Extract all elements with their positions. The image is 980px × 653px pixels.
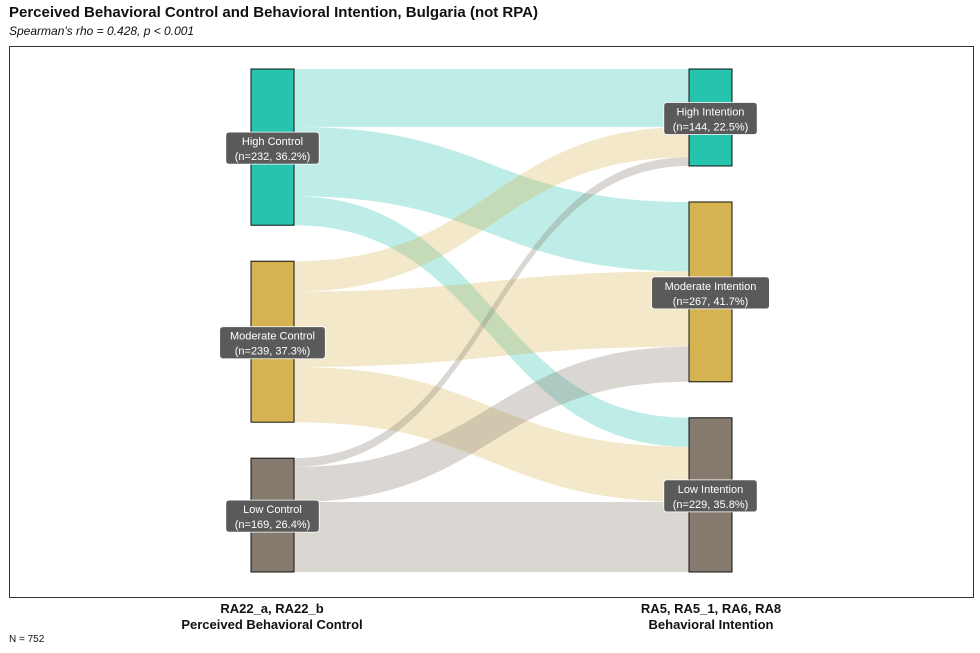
left-node-count-moderate: (n=239, 37.3%) <box>235 346 311 358</box>
left-axis-caption: RA22_a, RA22_b Perceived Behavioral Cont… <box>112 601 432 633</box>
left-node-label-bg-low <box>225 499 320 533</box>
plot-frame <box>9 46 974 598</box>
left-node-label-low: Low Control (n=169, 26.4%) <box>225 499 320 533</box>
right-axis-vars: RA5, RA5_1, RA6, RA8 <box>640 601 782 616</box>
right-node-count-moderate: (n=267, 41.7%) <box>673 296 749 308</box>
left-node-name-moderate: Moderate Control <box>230 331 315 343</box>
sample-size-caption: N = 752 <box>9 634 45 645</box>
right-node-label-moderate: Moderate Intention (n=267, 41.7%) <box>651 276 770 310</box>
left-node-label-moderate: Moderate Control (n=239, 37.3%) <box>219 326 326 360</box>
flow-moderate-to-moderate <box>294 271 689 367</box>
right-node-label-bg-high <box>663 102 758 135</box>
left-node-name-high: High Control <box>242 136 303 148</box>
flow-moderate-to-low <box>294 366 689 502</box>
left-node-count-low: (n=169, 26.4%) <box>235 519 311 531</box>
left-node-label-bg-moderate <box>219 326 326 360</box>
right-node-label-low: Low Intention (n=229, 35.8%) <box>663 479 758 513</box>
label-layer: High Control (n=232, 36.2%) Moderate Contr… <box>219 102 770 533</box>
flow-high-to-moderate <box>294 126 689 272</box>
flow-high-to-low <box>294 196 689 447</box>
right-node-label-bg-low <box>663 479 758 513</box>
left-node-label-high: High Control (n=232, 36.2%) <box>225 131 320 165</box>
right-node-count-low: (n=229, 35.8%) <box>673 499 749 511</box>
right-axis-name: Behavioral Intention <box>648 617 774 632</box>
flow-low-to-moderate <box>294 346 689 502</box>
right-node-count-high: (n=144, 22.5%) <box>673 121 749 133</box>
chart-title: Perceived Behavioral Control and Behavio… <box>9 4 538 21</box>
flow-low-to-high <box>294 157 689 467</box>
right-node-name-low: Low Intention <box>678 484 743 496</box>
right-node-label-bg-moderate <box>651 276 770 310</box>
right-node-label-high: High Intention (n=144, 22.5%) <box>663 102 758 135</box>
left-axis-name: Perceived Behavioral Control <box>181 617 363 632</box>
right-axis-caption: RA5, RA5_1, RA6, RA8 Behavioral Intentio… <box>551 601 871 633</box>
flow-layer <box>294 69 689 572</box>
left-node-label-bg-high <box>225 131 320 165</box>
flow-moderate-to-high <box>294 126 689 292</box>
left-node-name-low: Low Control <box>243 504 302 516</box>
left-axis-vars: RA22_a, RA22_b <box>220 601 324 616</box>
right-node-name-moderate: Moderate Intention <box>665 281 757 293</box>
flow-low-to-low <box>294 501 689 572</box>
chart-subtitle: Spearman's rho = 0.428, p < 0.001 <box>9 24 195 38</box>
left-node-count-high: (n=232, 36.2%) <box>235 151 311 163</box>
flow-high-to-high <box>294 69 689 127</box>
right-node-name-high: High Intention <box>677 106 745 118</box>
